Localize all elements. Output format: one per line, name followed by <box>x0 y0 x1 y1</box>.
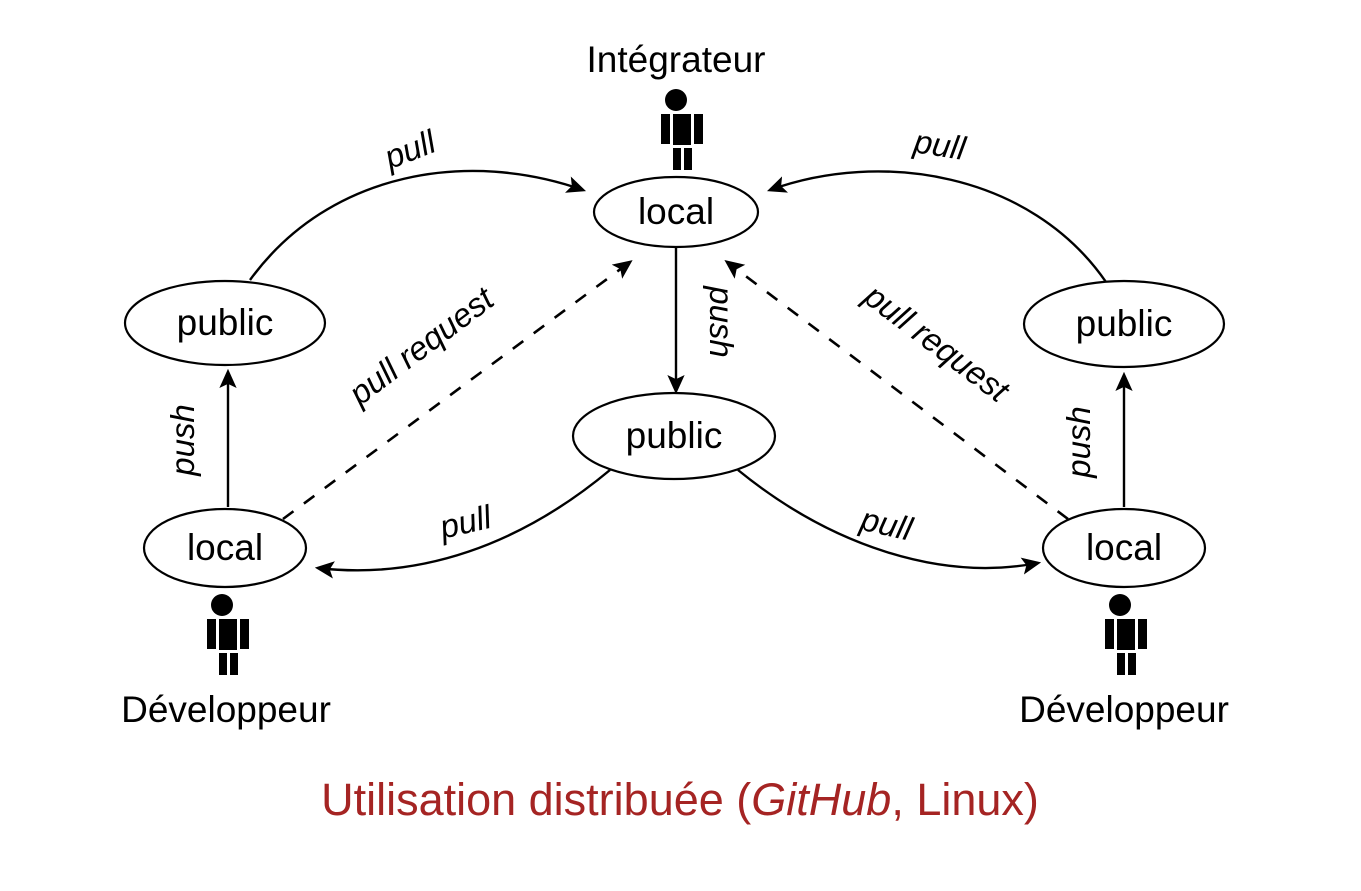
edge-center-pull-right-label: pull <box>856 500 917 548</box>
edge-left-pull-request-line <box>282 260 633 521</box>
actor-developer-left: Développeur <box>121 594 331 730</box>
node-left-public[interactable]: public <box>123 279 327 367</box>
caption-prefix: Utilisation distribuée ( <box>321 774 751 825</box>
edge-center-pull-right: pull <box>737 469 1042 575</box>
edge-right-pull: pull <box>766 122 1107 283</box>
node-right-local[interactable]: local <box>1041 507 1207 589</box>
edge-left-pull: pull <box>249 122 587 281</box>
actor-integrator: Intégrateur <box>587 39 766 170</box>
node-right-public-label: public <box>1076 303 1173 344</box>
node-left-public-shape <box>123 279 327 367</box>
actor-developer-left-label: Développeur <box>121 689 331 730</box>
edge-center-push: push <box>667 248 740 395</box>
edge-left-pull-label: pull <box>378 122 442 176</box>
edge-center-push-label: push <box>703 285 740 358</box>
edge-left-pull-line <box>249 169 587 281</box>
edge-left-pull-request: pull request <box>282 260 633 521</box>
node-left-local-label: local <box>187 527 263 568</box>
caption-suffix: , Linux) <box>891 774 1039 825</box>
edge-left-push: push <box>164 368 237 507</box>
node-right-local-shape <box>1041 507 1207 589</box>
actor-integrator-label: Intégrateur <box>587 39 766 80</box>
edge-right-pull-request-line <box>724 260 1069 521</box>
node-integrator-public-label: public <box>626 415 723 456</box>
node-left-local-shape <box>142 507 308 589</box>
actor-developer-right: Développeur <box>1019 594 1229 730</box>
node-integrator-local-shape <box>592 175 760 249</box>
person-icon <box>207 594 249 675</box>
node-integrator-public[interactable]: public <box>571 391 777 481</box>
node-right-public[interactable]: public <box>1022 279 1226 369</box>
node-integrator-public-shape <box>571 391 777 481</box>
edge-right-push: push <box>1060 371 1133 507</box>
edge-left-pull-request-label: pull request <box>341 279 502 413</box>
edge-center-pull-left-line <box>314 469 611 579</box>
node-right-local-label: local <box>1086 527 1162 568</box>
node-integrator-local[interactable]: local <box>592 175 760 249</box>
edge-right-pull-label: pull <box>911 122 970 167</box>
actor-developer-right-label: Développeur <box>1019 689 1229 730</box>
diagram-caption: Utilisation distribuée (GitHub, Linux) <box>321 774 1039 825</box>
edge-center-pull-left-label: pull <box>435 498 496 546</box>
edge-center-pull-right-line <box>737 469 1042 575</box>
edge-right-pull-line <box>766 170 1107 283</box>
node-right-public-shape <box>1022 279 1226 369</box>
node-left-public-label: public <box>177 302 274 343</box>
node-left-local[interactable]: local <box>142 507 308 589</box>
edge-center-pull-left: pull <box>314 469 611 579</box>
person-icon <box>1105 594 1147 675</box>
node-integrator-local-label: local <box>638 191 714 232</box>
edge-left-push-label: push <box>164 404 201 477</box>
caption-emphasis: GitHub <box>751 774 891 825</box>
edge-right-pull-request-label: pull request <box>857 276 1018 410</box>
edge-right-pull-request: pull request <box>724 260 1069 521</box>
person-icon <box>661 89 703 170</box>
edge-right-push-label: push <box>1060 406 1097 479</box>
